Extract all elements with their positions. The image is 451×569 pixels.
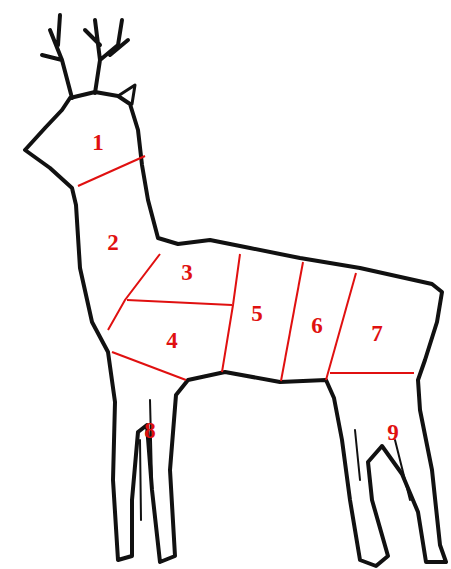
callout-number: 9	[387, 421, 399, 444]
callout-number: 6	[311, 314, 323, 337]
cut-lines	[78, 156, 414, 381]
callout-number: 1	[92, 131, 104, 154]
deer-outline	[25, 15, 446, 566]
callout-number: 8	[144, 419, 156, 442]
callout-number: 3	[181, 261, 193, 284]
callout-number: 4	[166, 329, 178, 352]
callout-number: 2	[107, 231, 119, 254]
callout-number: 7	[371, 322, 383, 345]
callout-number: 5	[251, 302, 263, 325]
